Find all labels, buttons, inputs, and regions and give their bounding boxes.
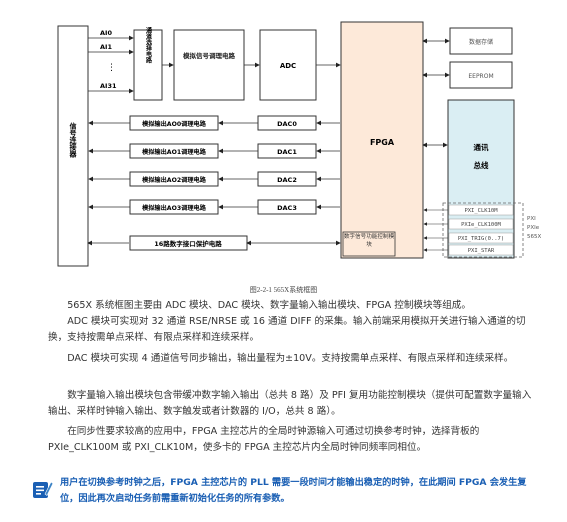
storage-label: 数据存储 xyxy=(469,38,493,46)
channel-switch-label: 通道选择电路 xyxy=(145,26,152,64)
comm-bus-line2: 总线 xyxy=(474,160,489,170)
ao-conditioning-label-3: 模拟输出AO3调理电路 xyxy=(142,204,207,212)
signal-connector-label: 信号连接器 xyxy=(69,122,78,159)
fpga-label: FPGA xyxy=(370,138,395,147)
ao-conditioning-label-2: 模拟输出AO2调理电路 xyxy=(142,176,207,184)
bus-signal-1: PXIe_CLK100M xyxy=(461,222,501,228)
comm-bus-line1: 通讯 xyxy=(474,142,489,152)
bus-signal-3: PXI_STAR xyxy=(468,248,495,254)
note-text: 用户在切换参考时钟之后，FPGA 主控芯片的 PLL 需要一段时间才能输出稳定的… xyxy=(60,477,527,504)
ao-conditioning-label-1: 模拟输出AO1调理电路 xyxy=(142,148,207,156)
bus-signal-0: PXI_CLK10M xyxy=(464,208,498,214)
eeprom-label: EEPROM xyxy=(468,73,493,80)
ai31-label: AI31 xyxy=(100,82,117,90)
bus-signal-2: PXI_TRIG(0..7) xyxy=(458,236,504,242)
analog-conditioning-label: 模拟信号调理电路 xyxy=(183,52,235,60)
dac-label-0: DAC0 xyxy=(277,120,297,128)
side-label-pxie: PXIe xyxy=(527,225,540,231)
dac-label-2: DAC2 xyxy=(277,176,297,184)
ai0-label: AI0 xyxy=(100,29,112,37)
ai-ellipsis: ⋮ xyxy=(107,63,116,73)
figure-caption: 图2-2-1 565X系统框图 xyxy=(249,286,318,294)
digital-protect-label: 16路数字接口保护电路 xyxy=(154,239,222,248)
paragraph-2: ADC 模块可实现对 32 通道 RSE/NRSE 或 16 通道 DIFF 的… xyxy=(48,316,526,343)
ai1-label: AI1 xyxy=(100,43,112,51)
side-label-565x: 565X xyxy=(527,234,541,240)
paragraph-3: DAC 模块可实现 4 通道信号同步输出，输出量程为±10V。支持按需单点采样、… xyxy=(67,353,514,364)
note-pencil-icon xyxy=(33,481,54,498)
side-label-pxi: PXI xyxy=(527,216,536,222)
dac-label-3: DAC3 xyxy=(277,204,297,212)
paragraph-4: 数字量输入输出模块包含带缓冲数字输入输出（总共 8 路）及 PFI 复用功能控制… xyxy=(48,390,532,417)
dac-label-1: DAC1 xyxy=(277,148,297,156)
paragraph-5: 在同步性要求较高的应用中，FPGA 主控芯片的全局时钟源输入可通过切换参考时钟，… xyxy=(48,426,480,453)
ao-conditioning-label-0: 模拟输出AO0调理电路 xyxy=(142,120,207,128)
digital-func-label: 数字信号功能控制模块 xyxy=(343,234,395,248)
adc-label: ADC xyxy=(280,62,296,70)
paragraph-1: 565X 系统框图主要由 ADC 模块、DAC 模块、数字量输入输出模块、FPG… xyxy=(67,300,471,311)
system-block-diagram: 信号连接器 AI0 AI1 ⋮ AI31 通道选择电路 模拟信号调理电路 ADC… xyxy=(57,21,541,267)
